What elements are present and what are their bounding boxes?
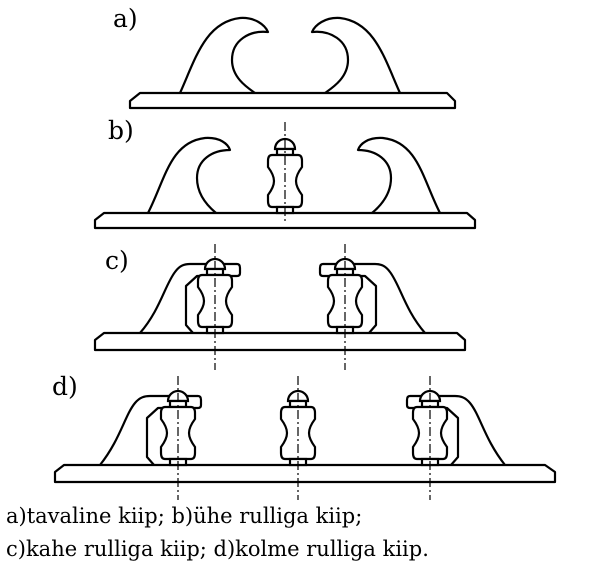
left-bracket (99, 394, 203, 466)
caption-line-2: c)kahe rulliga kiip; d)kolme rulliga kii… (6, 537, 429, 561)
panel-d-triple-roller-chock (53, 376, 557, 500)
panel-label-b: b) (108, 116, 134, 145)
base-plate (93, 211, 477, 230)
right-horn (310, 16, 402, 94)
base-plate (53, 463, 557, 484)
right-bracket (318, 262, 426, 334)
base-plate (93, 331, 467, 352)
base-plate (128, 91, 457, 110)
panel-label-a: a) (113, 4, 138, 33)
right-bracket (405, 394, 506, 466)
panel-label-c: c) (105, 246, 129, 275)
panel-a-plain-chock (128, 16, 457, 110)
left-bracket (139, 262, 242, 334)
left-horn (147, 136, 232, 214)
panel-b-single-roller-chock (93, 122, 477, 230)
caption-line-1: a)tavaline kiip; b)ühe rulliga kiip; (6, 504, 363, 528)
panel-c-double-roller-chock (93, 244, 467, 370)
left-horn (178, 16, 270, 94)
right-horn (356, 136, 441, 214)
panel-label-d: d) (52, 372, 78, 401)
